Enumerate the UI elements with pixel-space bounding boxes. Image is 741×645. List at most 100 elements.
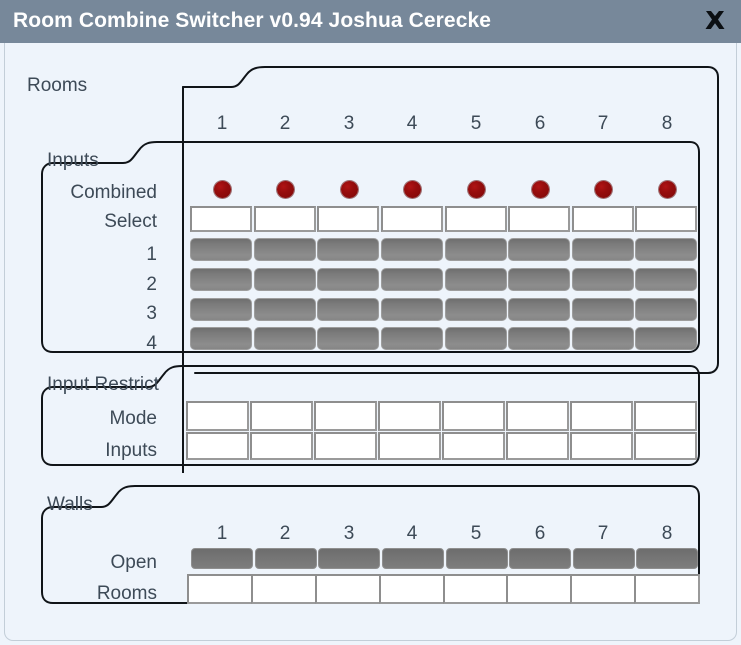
- wall-open-button-7[interactable]: [573, 548, 635, 569]
- group-label-inputs: Inputs: [47, 150, 99, 171]
- restrict-inputs-textbox-room-1[interactable]: [186, 432, 249, 460]
- select-textbox-room-8[interactable]: [635, 206, 697, 232]
- wall-rooms-textbox-3[interactable]: [315, 574, 381, 604]
- wall-rooms-textbox-6[interactable]: [506, 574, 572, 604]
- row-label-combined: Combined: [70, 182, 157, 203]
- restrict-inputs-textbox-room-3[interactable]: [314, 432, 377, 460]
- select-textbox-room-2[interactable]: [254, 206, 316, 232]
- input-3-button-room-8[interactable]: [635, 298, 697, 321]
- restrict-inputs-textbox-room-6[interactable]: [506, 432, 569, 460]
- input-3-button-room-6[interactable]: [508, 298, 570, 321]
- group-label-input-restrict: Input Restrict: [47, 374, 159, 395]
- input-3-button-room-1[interactable]: [190, 298, 252, 321]
- select-textbox-room-5[interactable]: [445, 206, 507, 232]
- select-textbox-room-4[interactable]: [381, 206, 443, 232]
- rooms-col-header-2: 2: [279, 113, 291, 134]
- rooms-col-header-6: 6: [534, 113, 546, 134]
- walls-col-header-5: 5: [470, 523, 482, 544]
- wall-rooms-textbox-1[interactable]: [187, 574, 253, 604]
- input-4-button-room-1[interactable]: [190, 327, 252, 350]
- mode-textbox-room-1[interactable]: [186, 401, 249, 431]
- group-label-walls: Walls: [47, 494, 93, 515]
- restrict-inputs-textbox-room-8[interactable]: [634, 432, 697, 460]
- combined-led-room-7[interactable]: [595, 181, 612, 198]
- input-4-button-room-4[interactable]: [381, 327, 443, 350]
- combined-led-room-6[interactable]: [532, 181, 549, 198]
- input-2-button-room-3[interactable]: [317, 268, 379, 291]
- input-4-button-room-8[interactable]: [635, 327, 697, 350]
- input-4-button-room-2[interactable]: [254, 327, 316, 350]
- mode-textbox-room-3[interactable]: [314, 401, 377, 431]
- input-1-button-room-5[interactable]: [445, 238, 507, 261]
- input-2-button-room-2[interactable]: [254, 268, 316, 291]
- wall-rooms-textbox-2[interactable]: [251, 574, 317, 604]
- close-icon[interactable]: [698, 5, 732, 37]
- input-1-button-room-6[interactable]: [508, 238, 570, 261]
- input-2-button-room-6[interactable]: [508, 268, 570, 291]
- restrict-inputs-textbox-room-2[interactable]: [250, 432, 313, 460]
- title-bar: Room Combine Switcher v0.94 Joshua Cerec…: [0, 0, 741, 43]
- input-3-button-room-2[interactable]: [254, 298, 316, 321]
- input-1-button-room-1[interactable]: [190, 238, 252, 261]
- select-textbox-room-7[interactable]: [572, 206, 634, 232]
- mode-textbox-room-5[interactable]: [442, 401, 505, 431]
- combined-led-room-8[interactable]: [659, 181, 676, 198]
- combined-led-room-5[interactable]: [468, 181, 485, 198]
- input-2-button-room-5[interactable]: [445, 268, 507, 291]
- walls-col-header-7: 7: [597, 523, 609, 544]
- mode-textbox-room-6[interactable]: [506, 401, 569, 431]
- select-textbox-room-1[interactable]: [190, 206, 252, 232]
- input-3-button-room-5[interactable]: [445, 298, 507, 321]
- input-1-button-room-3[interactable]: [317, 238, 379, 261]
- walls-col-header-6: 6: [534, 523, 546, 544]
- input-4-button-room-5[interactable]: [445, 327, 507, 350]
- wall-open-button-2[interactable]: [255, 548, 317, 569]
- combined-led-room-3[interactable]: [341, 181, 358, 198]
- restrict-inputs-textbox-room-4[interactable]: [378, 432, 441, 460]
- wall-open-button-3[interactable]: [318, 548, 380, 569]
- wall-rooms-textbox-7[interactable]: [570, 574, 636, 604]
- rooms-col-header-7: 7: [597, 113, 609, 134]
- wall-open-button-6[interactable]: [509, 548, 571, 569]
- wall-open-button-5[interactable]: [446, 548, 508, 569]
- restrict-inputs-textbox-room-5[interactable]: [442, 432, 505, 460]
- mode-textbox-room-4[interactable]: [378, 401, 441, 431]
- input-2-button-room-8[interactable]: [635, 268, 697, 291]
- input-1-button-room-7[interactable]: [572, 238, 634, 261]
- wall-rooms-textbox-4[interactable]: [379, 574, 445, 604]
- combined-led-room-4[interactable]: [404, 181, 421, 198]
- input-4-button-room-7[interactable]: [572, 327, 634, 350]
- input-2-button-room-1[interactable]: [190, 268, 252, 291]
- rooms-col-header-5: 5: [470, 113, 482, 134]
- input-2-button-room-4[interactable]: [381, 268, 443, 291]
- walls-col-header-2: 2: [279, 523, 291, 544]
- input-3-button-room-4[interactable]: [381, 298, 443, 321]
- row-label-select: Select: [104, 211, 157, 232]
- combined-led-room-2[interactable]: [277, 181, 294, 198]
- window-title: Room Combine Switcher v0.94 Joshua Cerec…: [13, 9, 492, 32]
- rooms-col-header-1: 1: [216, 113, 228, 134]
- input-1-button-room-8[interactable]: [635, 238, 697, 261]
- select-textbox-room-3[interactable]: [317, 206, 379, 232]
- input-1-button-room-2[interactable]: [254, 238, 316, 261]
- wall-rooms-textbox-5[interactable]: [443, 574, 509, 604]
- input-4-button-room-6[interactable]: [508, 327, 570, 350]
- input-4-button-room-3[interactable]: [317, 327, 379, 350]
- mode-textbox-room-8[interactable]: [634, 401, 697, 431]
- walls-col-header-1: 1: [216, 523, 228, 544]
- wall-open-button-4[interactable]: [382, 548, 444, 569]
- select-textbox-room-6[interactable]: [508, 206, 570, 232]
- restrict-inputs-textbox-room-7[interactable]: [570, 432, 633, 460]
- wall-open-button-8[interactable]: [636, 548, 698, 569]
- input-2-button-room-7[interactable]: [572, 268, 634, 291]
- combined-led-room-1[interactable]: [214, 181, 231, 198]
- input-1-button-room-4[interactable]: [381, 238, 443, 261]
- input-3-button-room-7[interactable]: [572, 298, 634, 321]
- walls-col-header-8: 8: [661, 523, 673, 544]
- mode-textbox-room-7[interactable]: [570, 401, 633, 431]
- input-3-button-room-3[interactable]: [317, 298, 379, 321]
- wall-open-button-1[interactable]: [191, 548, 253, 569]
- wall-rooms-textbox-8[interactable]: [634, 574, 700, 604]
- mode-textbox-room-2[interactable]: [250, 401, 313, 431]
- row-label-walls-rooms: Rooms: [96, 583, 157, 604]
